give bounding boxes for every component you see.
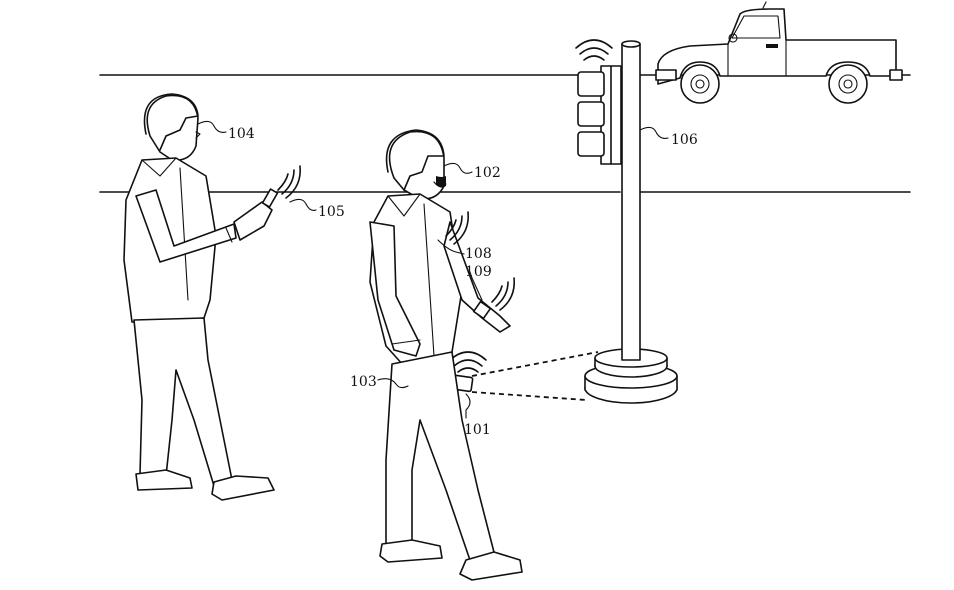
label-hand: 103: [350, 374, 377, 390]
signal-wave-icon: [491, 277, 516, 311]
sensing-beams: [471, 351, 599, 401]
label-user-secondary: 104: [228, 126, 255, 142]
reference-labels: 104 102 105 106 108 109 103 101: [228, 126, 698, 438]
label-remote-device: 105: [318, 204, 345, 220]
primary-user-figure: [369, 129, 523, 581]
leader-lines: [197, 120, 669, 419]
signal-wave-icon: [449, 351, 487, 373]
traffic-signal: [575, 39, 678, 404]
secondary-user-figure: [123, 93, 302, 501]
signal-wave-icon: [445, 211, 470, 245]
label-user-primary: 102: [474, 165, 501, 181]
road-lines: [99, 74, 911, 193]
signal-wave-icon: [277, 165, 302, 199]
label-smartphone-device: 101: [464, 422, 491, 438]
label-wearable-chest: 108: [465, 246, 492, 262]
label-traffic-signal: 106: [671, 132, 698, 148]
label-wearable-wrist: 109: [465, 264, 492, 280]
pickup-truck: [655, 1, 903, 104]
signal-wave-icon: [575, 39, 613, 61]
